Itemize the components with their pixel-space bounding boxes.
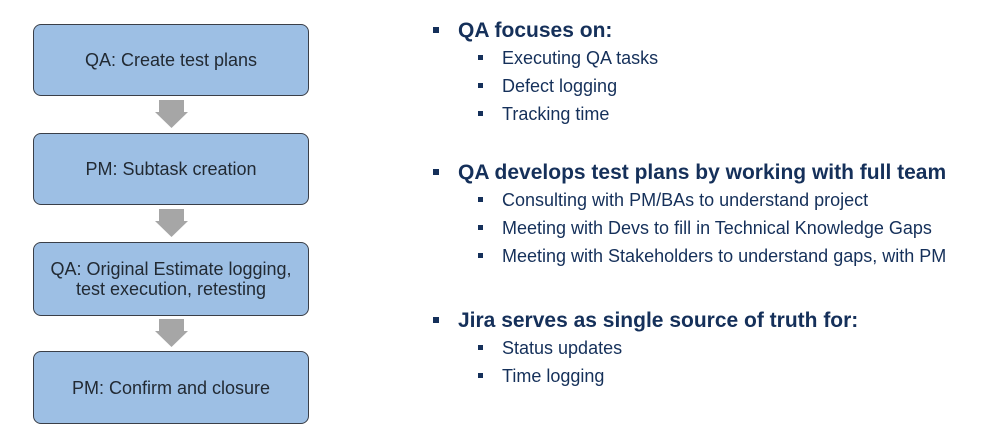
down-arrow-icon bbox=[155, 319, 188, 347]
step-label-line1: QA: Original Estimate logging, bbox=[50, 259, 292, 279]
bullet-item: Meeting with Stakeholders to understand … bbox=[432, 242, 946, 270]
bullet-item: Defect logging bbox=[432, 72, 658, 100]
bullet-item: Tracking time bbox=[432, 100, 658, 128]
step-label: QA: Create test plans bbox=[84, 50, 258, 70]
step-label-line2: test execution, retesting bbox=[75, 279, 267, 299]
step-estimate-execution: QA: Original Estimate logging, test exec… bbox=[33, 242, 309, 316]
bullet-heading: QA develops test plans by working with f… bbox=[432, 160, 946, 186]
bullet-heading: Jira serves as single source of truth fo… bbox=[432, 308, 858, 334]
step-confirm-closure: PM: Confirm and closure bbox=[33, 351, 309, 424]
bullet-item: Time logging bbox=[432, 362, 858, 390]
bullet-item: Consulting with PM/BAs to understand pro… bbox=[432, 186, 946, 214]
step-subtask-creation: PM: Subtask creation bbox=[33, 133, 309, 205]
down-arrow-icon bbox=[155, 209, 188, 237]
bullet-group-jira: Jira serves as single source of truth fo… bbox=[432, 308, 858, 390]
bullet-item: Meeting with Devs to fill in Technical K… bbox=[432, 214, 946, 242]
step-label: PM: Confirm and closure bbox=[71, 377, 271, 398]
bullet-group-test-plans: QA develops test plans by working with f… bbox=[432, 160, 946, 270]
bullet-heading: QA focuses on: bbox=[432, 18, 658, 44]
bullet-item: Executing QA tasks bbox=[432, 44, 658, 72]
bullet-item: Status updates bbox=[432, 334, 858, 362]
step-label: PM: Subtask creation bbox=[85, 159, 257, 179]
down-arrow-icon bbox=[155, 100, 188, 128]
bullet-group-qa-focus: QA focuses on: Executing QA tasks Defect… bbox=[432, 18, 658, 128]
step-create-test-plans: QA: Create test plans bbox=[33, 24, 309, 96]
